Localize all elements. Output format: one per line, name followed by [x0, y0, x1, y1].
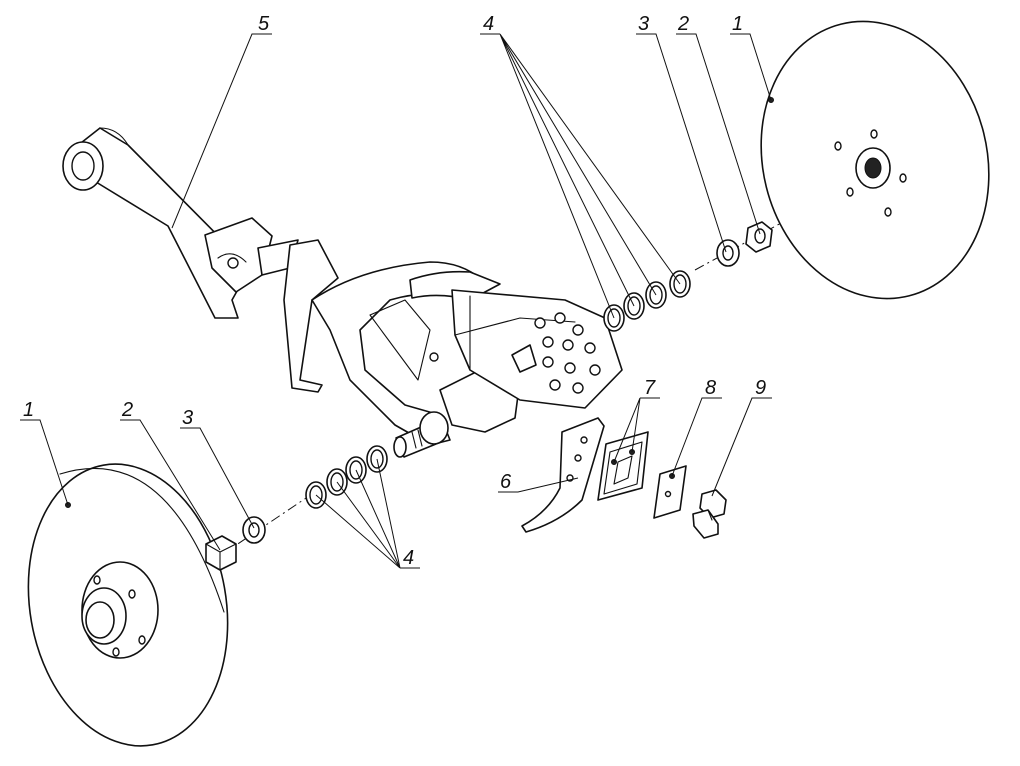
callout-3-top: 3 — [638, 13, 649, 35]
nut-bore — [754, 228, 766, 244]
disc-bolt-hole — [834, 141, 842, 151]
arm-tube — [71, 127, 251, 319]
plate-hole — [542, 336, 554, 348]
callout-2-bottom: 2 — [121, 399, 133, 421]
nut-bottom-left — [205, 535, 237, 571]
nut-hex-edges — [205, 543, 237, 571]
callouts: 5 4 3 2 1 1 2 3 4 6 7 8 9 — [23, 13, 766, 569]
frame-hole — [429, 352, 439, 362]
bolts-part-9 — [692, 489, 727, 539]
disc-rim-edge — [59, 467, 225, 613]
hub-bolt-hole — [128, 589, 136, 599]
scraper-hole — [574, 454, 582, 462]
plate-inner-edge — [603, 441, 643, 495]
scraper-blade — [521, 417, 605, 533]
bolt-edge — [707, 509, 713, 521]
callout-4-bottom: 4 — [403, 547, 414, 569]
plate-hole — [549, 379, 561, 391]
axle-stub — [393, 411, 449, 458]
disc-top-right — [760, 20, 990, 300]
axle-thread-lines — [411, 429, 423, 449]
plate-hole — [589, 364, 601, 376]
plate-part-8 — [653, 465, 687, 519]
nut-hex-body — [205, 535, 237, 571]
disc-bolt-hole — [846, 187, 854, 197]
plate-cutout — [613, 455, 633, 485]
plate-part-7 — [597, 431, 649, 501]
disc-bottom-left — [27, 463, 229, 747]
plate-hole — [562, 339, 574, 351]
adjustment-plate-body — [451, 289, 623, 409]
disc-bolt-hole — [870, 129, 878, 139]
plate-slot — [511, 344, 537, 373]
hub-cap — [85, 601, 115, 639]
frame-window — [369, 299, 431, 381]
frame-side-plate — [283, 239, 339, 393]
plate-hole — [564, 362, 576, 374]
washer-bottom-left — [242, 516, 266, 544]
callout-2-top: 2 — [677, 13, 689, 35]
hub-bolt-hole — [138, 635, 146, 645]
rings-bottom-left — [305, 445, 388, 509]
washer-inner — [248, 522, 260, 538]
plate-hole — [554, 312, 566, 324]
scraper-hole — [580, 436, 588, 444]
callout-1-top: 1 — [732, 13, 743, 35]
adjustment-plate — [451, 289, 623, 409]
arm-clamp-detail — [217, 253, 247, 263]
arm-part-5 — [62, 127, 299, 319]
arm-eye-edge — [99, 127, 129, 146]
callout-3-bottom: 3 — [182, 407, 193, 429]
arm-pin-hole — [227, 257, 239, 269]
disc-bolt-hole — [899, 173, 907, 183]
callout-8: 8 — [705, 377, 716, 399]
callout-6: 6 — [500, 471, 512, 493]
plate-hole — [534, 317, 546, 329]
arm-eye-bore — [71, 151, 95, 181]
plate-hole — [572, 324, 584, 336]
callout-7: 7 — [644, 377, 656, 399]
callout-9: 9 — [755, 377, 766, 399]
disc-hub-bore — [864, 157, 882, 179]
scraper-part-6 — [521, 417, 605, 533]
hub-bolt-hole — [112, 647, 120, 657]
washer-top-right — [716, 239, 740, 267]
hub-bolt-hole — [93, 575, 101, 585]
axle-hex-nut — [419, 411, 449, 445]
callout-5: 5 — [258, 13, 270, 35]
plate-hole — [542, 356, 554, 368]
leader-lines — [20, 33, 772, 569]
nut-top-right — [745, 221, 773, 253]
callout-4-top: 4 — [483, 13, 494, 35]
callout-1-bottom: 1 — [23, 399, 34, 421]
small-plate-hole — [664, 490, 672, 498]
axle-shaft-end — [393, 436, 407, 458]
plate-hole — [572, 382, 584, 394]
plate-hole — [584, 342, 596, 354]
disc-bolt-hole — [884, 207, 892, 217]
